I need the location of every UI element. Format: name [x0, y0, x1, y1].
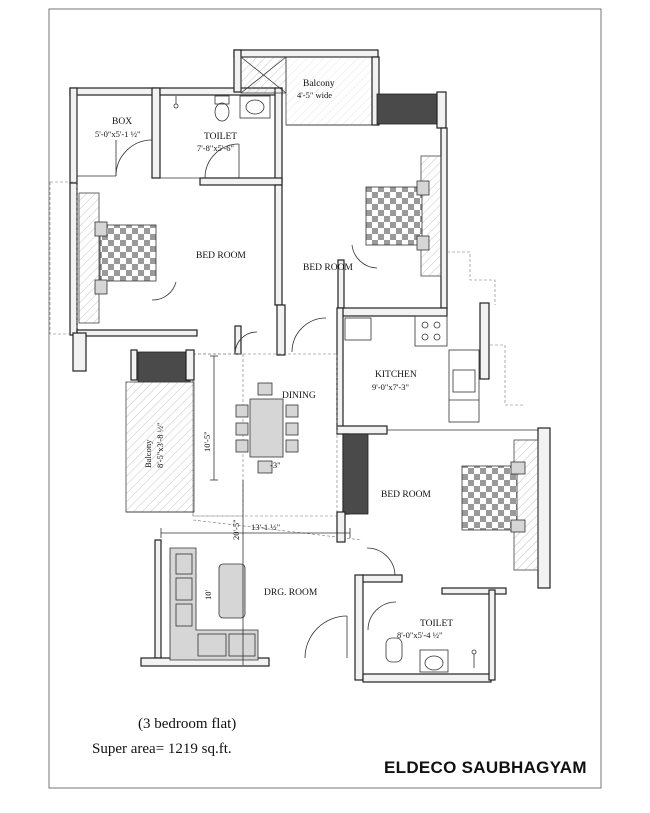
- flat-type-caption: (3 bedroom flat): [138, 716, 237, 732]
- toilet-top-size: 7'-8"x5'-6": [197, 143, 234, 153]
- balcony-left-label: Balcony: [143, 439, 153, 468]
- balcony-top-label: Balcony: [303, 79, 335, 89]
- box-label: BOX: [112, 117, 132, 127]
- drawing-room: [140, 539, 364, 681]
- dim-dining-height: 10'-5": [202, 431, 212, 452]
- dimension-lines: [160, 355, 351, 665]
- toilet-top-label: TOILET: [204, 132, 237, 142]
- project-name: ELDECO SAUBHAGYAM: [384, 758, 587, 777]
- balcony-left: [125, 349, 363, 541]
- dim-dining-height-text: 10'-5": [202, 431, 212, 452]
- drawing-room-label: DRG. ROOM: [264, 588, 318, 598]
- dim-drawing-width: 13'-1 ½": [251, 522, 280, 532]
- toilet-bottom: [362, 589, 496, 683]
- dining-area: [192, 304, 338, 517]
- bedroom-left-label: BED ROOM: [196, 251, 246, 261]
- bedroom-top-right-label: BED ROOM: [303, 263, 353, 273]
- kitchen-label: KITCHEN: [375, 370, 417, 380]
- bedroom-right: [336, 427, 551, 595]
- balcony-top: [233, 49, 380, 126]
- balcony-left-name: Balcony: [143, 439, 153, 468]
- balcony-left-dim: 8'-5"x3'-8 ½": [155, 423, 165, 468]
- dim-total-height: 20'-5": [231, 519, 241, 540]
- bedroom-top-right: [337, 91, 496, 311]
- dining-label: DINING: [282, 391, 316, 401]
- super-area-caption: Super area= 1219 sq.ft.: [92, 741, 232, 757]
- dim-sofa-depth: 10': [203, 590, 213, 601]
- dim-sofa-depth-text: 10': [203, 590, 213, 601]
- bedroom-right-label: BED ROOM: [381, 490, 431, 500]
- bedroom-left: [49, 181, 283, 372]
- box-size: 5'-0"x5'-1 ½": [95, 129, 140, 139]
- dim-dining-partial: -3": [270, 460, 281, 470]
- page-frame: [48, 8, 602, 789]
- toilet-bottom-size: 8'-0"x5'-4 ½": [397, 630, 442, 640]
- kitchen-size: 9'-0"x7'-3": [372, 382, 409, 392]
- balcony-left-size: 8'-5"x3'-8 ½": [155, 423, 165, 468]
- toilet-bottom-label: TOILET: [420, 619, 453, 629]
- dim-total-height-text: 20'-5": [231, 519, 241, 540]
- balcony-top-size: 4'-5" wide: [297, 90, 332, 100]
- kitchen: [336, 302, 538, 435]
